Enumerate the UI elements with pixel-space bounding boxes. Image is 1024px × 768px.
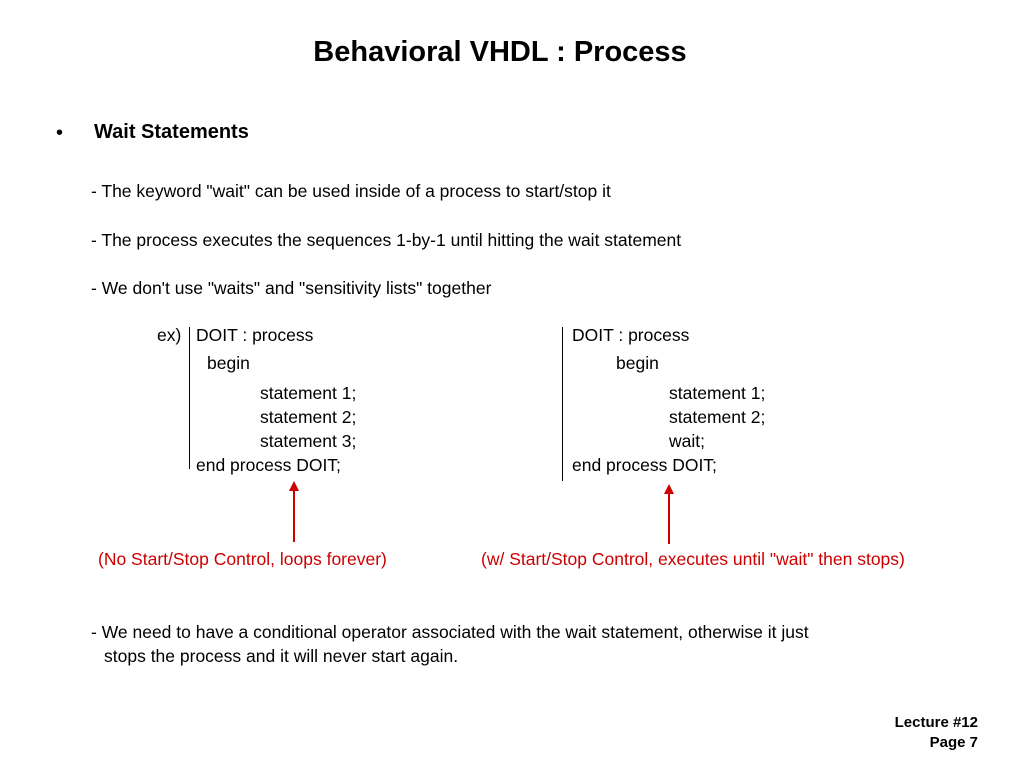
point-keyword-wait: - The keyword "wait" can be used inside … [91,181,611,201]
left-arrow-shaft [293,490,295,542]
caption-start-stop: (w/ Start/Stop Control, executes until "… [481,549,905,569]
caption-no-start-stop: (No Start/Stop Control, loops forever) [98,549,387,569]
footer-lecture: Lecture #12 [894,714,978,731]
slide-title: Behavioral VHDL : Process [313,36,687,68]
right-end-process: end process DOIT; [572,455,717,475]
left-arrow-head [289,481,299,491]
left-statement-3: statement 3; [260,431,357,451]
right-arrow-shaft [668,493,670,544]
point-no-sensitivity-list: - We don't use "waits" and "sensitivity … [91,278,492,298]
right-code-bracket [562,327,563,481]
note-line-1: - We need to have a conditional operator… [91,622,809,642]
right-begin: begin [616,353,659,373]
left-code-bracket [189,327,190,469]
right-wait-statement: wait; [669,431,705,451]
left-statement-1: statement 1; [260,383,357,403]
bullet-heading: Wait Statements [94,121,249,143]
footer-page: Page 7 [929,734,978,751]
bullet-dot: • [56,122,64,144]
note-line-2: stops the process and it will never star… [104,646,459,666]
left-statement-2: statement 2; [260,407,357,427]
right-statement-1: statement 1; [669,383,766,403]
left-begin: begin [207,353,250,373]
left-end-process: end process DOIT; [196,455,341,475]
right-arrow-head [664,484,674,494]
point-sequential-execution: - The process executes the sequences 1-b… [91,230,682,250]
example-prefix: ex) [157,325,182,345]
right-statement-2: statement 2; [669,407,766,427]
right-process-header: DOIT : process [572,325,690,345]
left-process-header: DOIT : process [196,325,314,345]
